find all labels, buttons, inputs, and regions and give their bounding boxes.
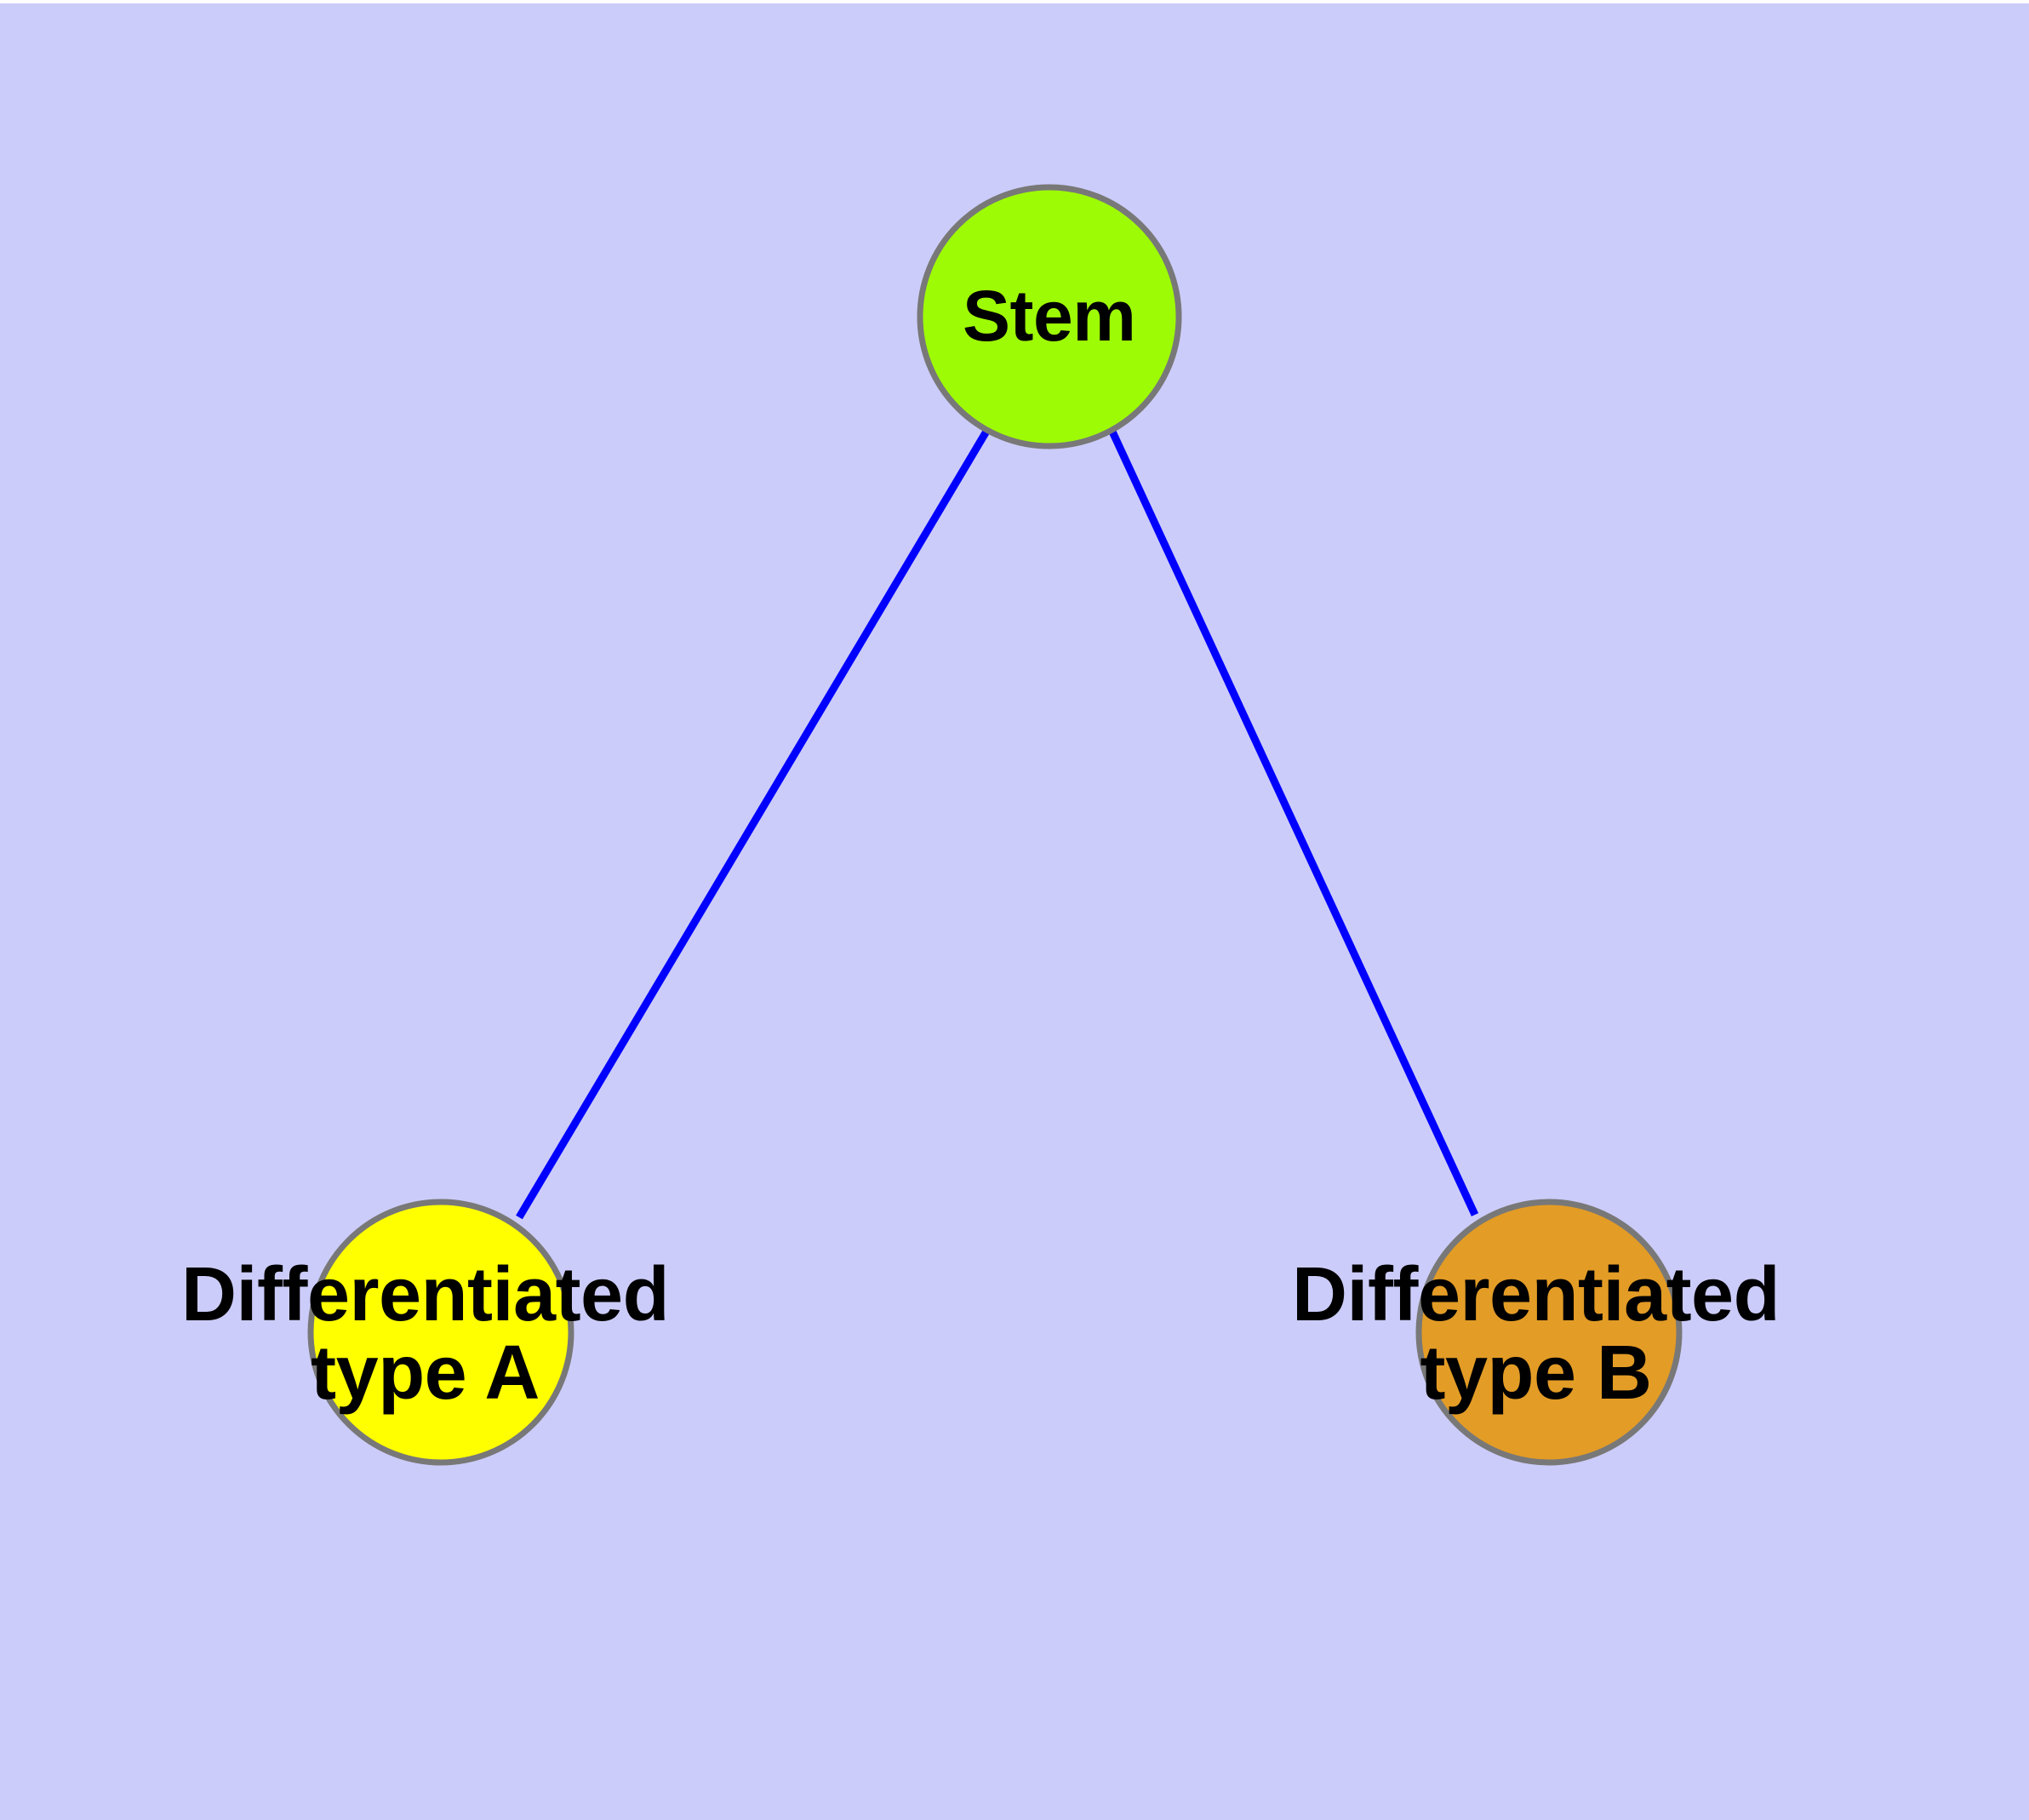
graph-node-diff_b[interactable] [1415, 1199, 1683, 1466]
nodes-group [307, 184, 1683, 1466]
graph-edge-stem-to-diff_a [516, 427, 991, 1220]
graph-edge-stem-to-diff_b [1108, 430, 1479, 1216]
graph-node-stem[interactable] [917, 184, 1182, 449]
graph-node-diff_a[interactable] [307, 1199, 574, 1466]
edges-group [516, 427, 1479, 1220]
